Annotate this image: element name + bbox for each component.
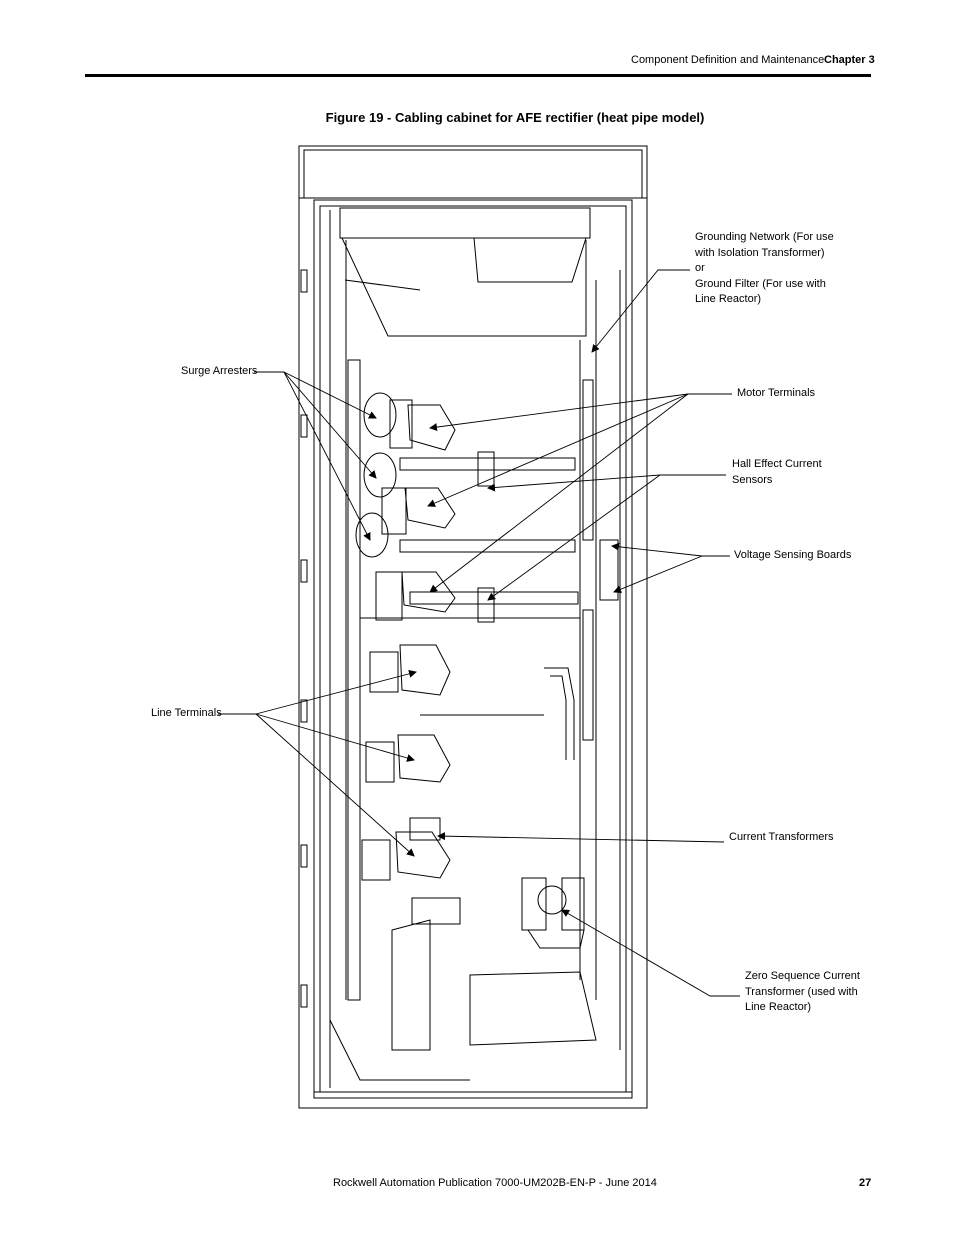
header-section-title: Component Definition and Maintenance [631,54,825,66]
callout-hall-line-2: Sensors [732,473,773,486]
footer-publication: Rockwell Automation Publication 7000-UM2… [333,1177,657,1189]
callout-grounding-line-4: Ground Filter (For use with [695,277,826,290]
callout-zero-line-2: Transformer (used with [745,985,858,998]
callout-zero-line-1: Zero Sequence Current [745,970,860,982]
header-chapter: Chapter 3 [824,54,875,66]
callout-zero-sequence-ct: Zero Sequence Current Transformer (used … [745,969,860,1016]
callout-line-terminals: Line Terminals [151,707,222,719]
callout-grounding-line-5: Line Reactor) [695,293,762,305]
callout-grounding-line-3: or [695,262,705,274]
callout-hall-line-1: Hall Effect Current [732,458,822,470]
callout-zero-line-3: Line Reactor) [745,1001,812,1013]
figure-title: Figure 19 - Cabling cabinet for AFE rect… [325,110,705,125]
callout-grounding-line-2: with Isolation Transformer) [695,246,825,259]
callout-voltage-sensing-boards: Voltage Sensing Boards [734,549,852,561]
callout-surge-arresters: Surge Arresters [181,365,258,377]
cabinet-outline [298,145,648,1109]
callout-hall-effect-sensors: Hall Effect Current Sensors [732,457,822,488]
footer-page-number: 27 [859,1177,872,1189]
callout-current-transformers: Current Transformers [729,831,834,843]
callout-grounding-network: Grounding Network (For use with Isolatio… [695,230,834,308]
callout-grounding-line-1: Grounding Network (For use [695,231,834,243]
header-rule [85,74,871,77]
callout-motor-terminals: Motor Terminals [737,387,816,399]
